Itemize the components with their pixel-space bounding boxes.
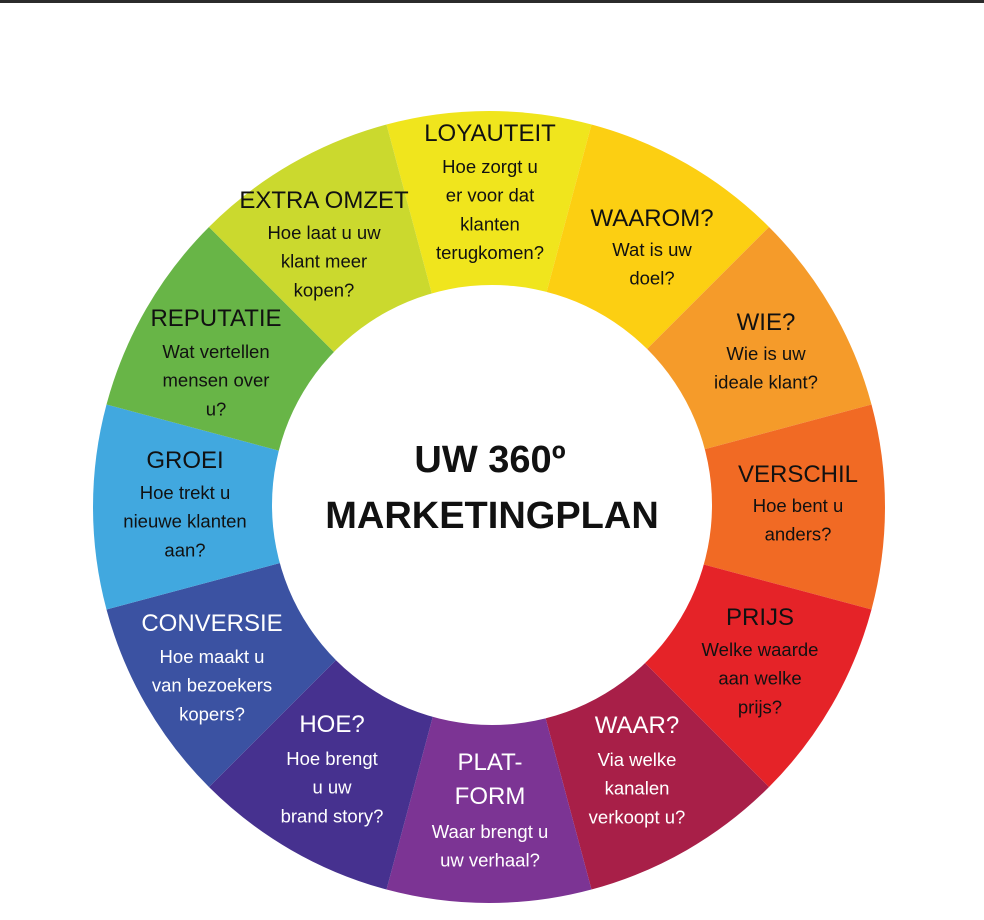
segment-title: WIE? — [737, 309, 796, 336]
segment-question: prijs? — [738, 696, 782, 717]
segment-title: EXTRA OMZET — [239, 187, 409, 214]
segment-question: Via welke — [598, 749, 677, 770]
segment-question: Waar brengt u — [432, 821, 549, 842]
segment-question: aan welke — [718, 668, 801, 689]
segment-title: PLAT- — [458, 749, 523, 776]
segment-question: Wat is uw — [612, 239, 692, 260]
segment-title: CONVERSIE — [141, 610, 282, 637]
segment-title: GROEI — [146, 447, 223, 474]
segment-title: HOE? — [299, 711, 364, 738]
segment-title: REPUTATIE — [150, 305, 281, 332]
segment-question: klanten — [460, 213, 520, 234]
segment-question: ideale klant? — [714, 372, 818, 393]
segment-question: u? — [206, 398, 227, 419]
segment-question: u uw — [312, 777, 352, 798]
segment-question: doel? — [629, 268, 674, 289]
segment-question: verkoopt u? — [589, 806, 686, 827]
top-border — [0, 0, 984, 3]
segment-question: kopers? — [179, 703, 245, 724]
segment-question: Welke waarde — [702, 639, 819, 660]
segment-title: VERSCHIL — [738, 461, 858, 488]
segment-title: LOYAUTEIT — [424, 120, 556, 147]
segment-question: Hoe bent u — [753, 495, 844, 516]
segment-question: Hoe laat u uw — [267, 222, 381, 243]
segment-title: WAAR? — [595, 712, 679, 739]
segment-question: terugkomen? — [436, 242, 544, 263]
segment-question: kopen? — [294, 279, 355, 300]
segment-question: Wat vertellen — [162, 341, 269, 362]
segment-question: Hoe zorgt u — [442, 156, 538, 177]
segment-question: brand story? — [281, 805, 384, 826]
segment-question: anders? — [765, 524, 832, 545]
segment-question: aan? — [164, 539, 205, 560]
center-circle — [272, 285, 712, 725]
segment-title: PRIJS — [726, 604, 794, 631]
segment-question: mensen over — [163, 370, 270, 391]
segment-question: uw verhaal? — [440, 850, 540, 871]
segment-title: FORM — [455, 783, 526, 810]
segment-question: Hoe trekt u — [140, 482, 231, 503]
center-title-line2: MARKETINGPLAN — [325, 495, 659, 537]
segment-question: Wie is uw — [726, 343, 806, 364]
segment-question: Hoe maakt u — [160, 646, 265, 667]
segment-title: WAAROM? — [590, 205, 713, 232]
segment-question: Hoe brengt — [286, 748, 378, 769]
segment-question: van bezoekers — [152, 675, 272, 696]
segment-question: klant meer — [281, 251, 367, 272]
center-title-line1: UW 360º — [414, 439, 565, 481]
segment-question: kanalen — [605, 778, 670, 799]
segment-question: nieuwe klanten — [123, 511, 246, 532]
segment-question: er voor dat — [446, 185, 534, 206]
